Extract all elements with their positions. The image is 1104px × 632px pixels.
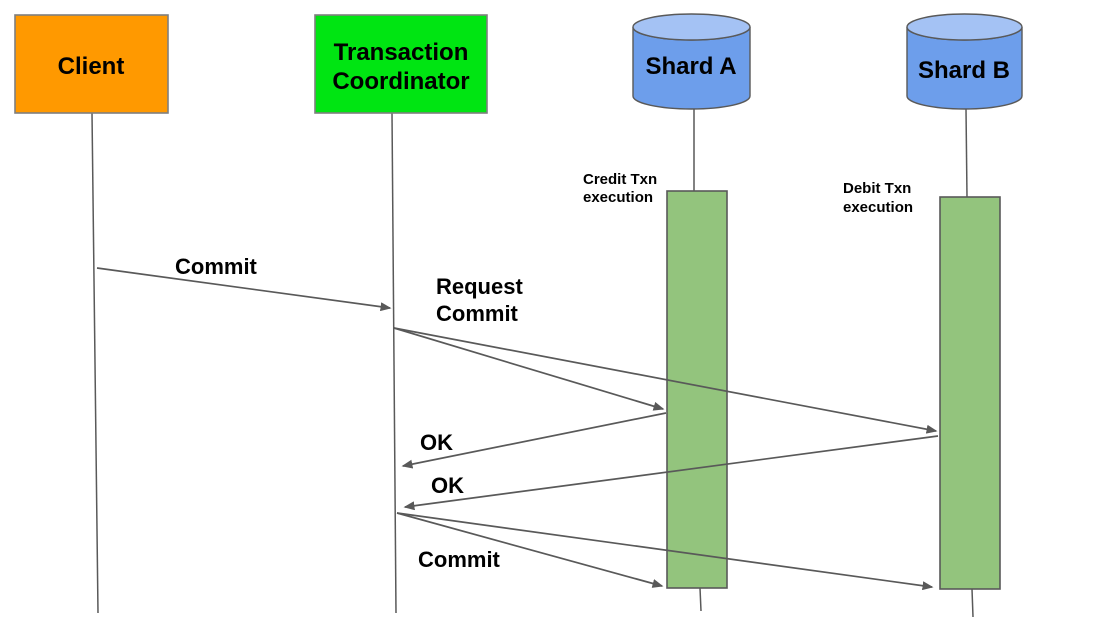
arrow-client-commit bbox=[96, 267, 392, 312]
arrow-ok-shard-a bbox=[401, 412, 667, 469]
coordinator-commit-label: Commit bbox=[418, 547, 501, 572]
shard-a-label: Shard A bbox=[645, 53, 736, 80]
client-box bbox=[14, 14, 169, 114]
shard-b-cylinder-lid bbox=[906, 13, 1023, 41]
shard-b-activation-label-line2: execution bbox=[843, 199, 913, 216]
client-lifeline bbox=[91, 112, 99, 614]
client-commit-label: Commit bbox=[175, 254, 258, 279]
shard-b-activation-bar bbox=[939, 196, 1001, 590]
arrow-request-commit-shard-b bbox=[393, 327, 938, 434]
shard-b-label: Shard B bbox=[918, 57, 1010, 84]
arrow-request-commit-shard-a bbox=[393, 327, 665, 411]
ok-shard-b-label: OK bbox=[431, 473, 464, 498]
arrow-coordinator-commit-shard-a bbox=[396, 512, 664, 588]
request-commit-label-line2: Commit bbox=[436, 301, 519, 326]
coordinator-lifeline bbox=[391, 112, 397, 614]
coordinator-box bbox=[314, 14, 488, 114]
arrow-coordinator-commit-shard-b bbox=[396, 512, 934, 591]
coordinator-label-line2: Coordinator bbox=[332, 68, 469, 95]
shard-b-lifeline-top bbox=[965, 108, 968, 198]
shard-a-lifeline-bottom bbox=[699, 587, 702, 612]
coordinator-label-line1: Transaction bbox=[334, 39, 469, 66]
ok-shard-a-label: OK bbox=[420, 430, 453, 455]
client-label: Client bbox=[58, 53, 125, 80]
shard-a-activation-label-line1: Credit Txn bbox=[583, 171, 657, 188]
shard-b-lifeline-bottom bbox=[971, 588, 974, 618]
shard-b-activation-label-line1: Debit Txn bbox=[843, 180, 911, 197]
request-commit-label-line1: Request bbox=[436, 274, 523, 299]
arrow-ok-shard-b bbox=[403, 435, 939, 511]
shard-a-activation-label-line2: execution bbox=[583, 189, 653, 206]
shard-a-cylinder-lid bbox=[632, 13, 751, 41]
